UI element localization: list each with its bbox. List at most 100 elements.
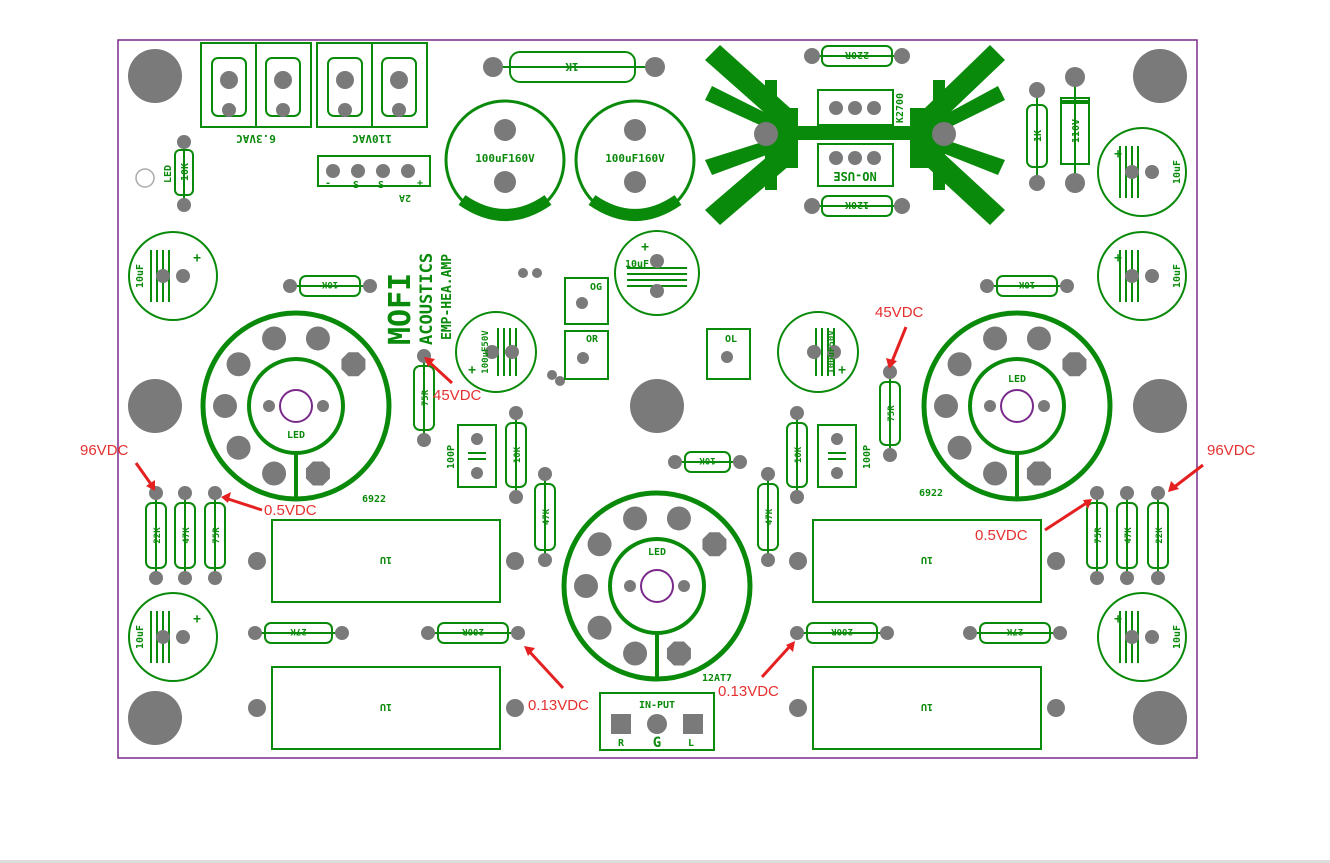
resistor-r75: 75R	[879, 365, 901, 462]
annotation-05vdc-right: 0.5VDC	[975, 527, 1028, 544]
svg-text:NO-USE: NO-USE	[833, 169, 876, 183]
cap-10uf: 10uF +	[128, 592, 218, 682]
svg-text:200R: 200R	[831, 626, 853, 636]
svg-text:OG: OG	[590, 282, 602, 293]
svg-text:+: +	[193, 251, 201, 266]
svg-text:100uF50V: 100uF50V	[481, 330, 491, 374]
annotation-013vdc-left: 0.13VDC	[528, 697, 589, 714]
voltage-annotations: 96VDC 0.5VDC 45VDC 45VDC 96VDC 0.5VDC 0.…	[80, 304, 1256, 714]
svg-text:10K: 10K	[699, 455, 716, 465]
tube-type-label: 6922	[362, 494, 386, 505]
svg-text:10K: 10K	[513, 446, 523, 463]
dc-pin-1: -	[325, 178, 331, 189]
svg-text:22K: 22K	[153, 527, 163, 544]
resistor-r10k: 10K	[668, 451, 747, 473]
svg-text:200R: 200R	[462, 626, 484, 636]
ac-connector-6v3: 6.3VAC	[200, 42, 312, 145]
resistor-r200: 200R	[421, 622, 525, 644]
cap-10uf: 10uF+	[614, 230, 700, 316]
resistor-r22k: 22K	[145, 486, 167, 585]
svg-text:LED: LED	[287, 430, 305, 441]
svg-text:10uF: 10uF	[1172, 625, 1183, 649]
svg-text:100P: 100P	[446, 445, 457, 469]
film-cap-1u: 1U	[248, 666, 524, 750]
resistor-r200: 200R	[790, 622, 894, 644]
svg-text:47K: 47K	[542, 508, 552, 525]
resistor-r75: 75R	[204, 486, 226, 585]
svg-text:27K: 27K	[1006, 626, 1023, 636]
resistor-r47k: 47K	[534, 467, 556, 567]
tube-type-label: 6922	[919, 488, 943, 499]
mounting-holes	[128, 49, 1187, 745]
tube-type-label: 12AT7	[702, 673, 732, 684]
tube-socket-right: LED 6922	[919, 310, 1113, 502]
film-cap-1u: 1U	[789, 666, 1065, 750]
test-point-ol: OL	[706, 328, 751, 380]
resistor-r10k: 10K	[505, 406, 527, 504]
svg-text:10uF: 10uF	[625, 259, 649, 270]
cap-10uf: 10uF+	[1097, 127, 1187, 217]
resistor-r47k: 47K	[757, 467, 779, 567]
svg-text:47K: 47K	[182, 527, 192, 544]
annotation-96vdc-right: 96VDC	[1207, 442, 1256, 459]
resistor-1k-top: 1K	[483, 51, 665, 83]
cap-100p-right: 100P	[817, 424, 873, 488]
svg-text:+: +	[838, 363, 846, 378]
ac-connector-110: 110VAC	[316, 42, 428, 145]
resistor-r27k: 27K	[963, 622, 1067, 644]
cap-100uf50v: 100uF50V+	[777, 311, 859, 393]
svg-text:22K: 22K	[1155, 527, 1165, 544]
svg-text:27K: 27K	[290, 626, 307, 636]
svg-text:10K: 10K	[321, 279, 338, 289]
resistor-r47k: 47K	[174, 486, 196, 585]
brand-model: EMP-HEA.AMP	[440, 254, 455, 340]
cap-100p-left: 100P	[446, 424, 497, 488]
svg-text:1U: 1U	[921, 701, 933, 712]
svg-text:1K: 1K	[1033, 130, 1044, 142]
svg-text:10K: 10K	[1018, 279, 1035, 289]
page-bottom-border	[0, 860, 1330, 863]
svg-text:75R: 75R	[421, 389, 431, 406]
svg-text:K2700: K2700	[895, 93, 906, 123]
svg-text:1U: 1U	[921, 554, 933, 565]
cap-label: 100uF160V	[475, 152, 535, 165]
svg-text:+: +	[1114, 147, 1122, 162]
input-title: IN-PUT	[639, 700, 675, 711]
resistor-r22k: 22K	[1147, 486, 1169, 585]
brand-logo: MOFI ACOUSTICS EMP-HEA.AMP	[383, 253, 455, 345]
svg-text:+: +	[1114, 251, 1122, 266]
svg-text:LED: LED	[1008, 374, 1026, 385]
svg-text:10uF: 10uF	[135, 625, 146, 649]
annotation-013vdc-right: 0.13VDC	[718, 683, 779, 700]
svg-text:47K: 47K	[765, 508, 775, 525]
dc-pin-2: S	[353, 180, 359, 191]
cap-100uf50v: 100uF50V+	[455, 311, 537, 393]
tube-socket-left: LED 6922	[200, 310, 392, 505]
ac110-label: 110VAC	[352, 132, 392, 145]
svg-text:OR: OR	[586, 334, 599, 345]
cap-10uf: 10uF +	[1097, 592, 1187, 682]
dc-pin-4: +	[417, 178, 423, 189]
svg-text:10K: 10K	[180, 163, 191, 181]
cap-label: 100uF160V	[605, 152, 665, 165]
svg-text:+: +	[193, 612, 201, 627]
small-caps: 10uF+10uF+10uF+10uF+10uF+10uF+100uF50V+1…	[128, 127, 1187, 682]
svg-text:+: +	[1114, 612, 1122, 627]
cap-10uf: 10uF+	[128, 231, 218, 321]
svg-text:LED: LED	[648, 547, 666, 558]
brand-name: MOFI	[383, 273, 418, 345]
svg-text:10K: 10K	[794, 446, 804, 463]
svg-text:100P: 100P	[862, 445, 873, 469]
resistor-r10k: 10K	[283, 275, 377, 297]
svg-text:220R: 220R	[844, 49, 869, 60]
brand-sub: ACOUSTICS	[417, 253, 437, 345]
dc-pin-3: S	[378, 180, 384, 191]
dc-header: - S S + 2A	[317, 155, 431, 203]
annotation-05vdc-left: 0.5VDC	[264, 502, 317, 519]
svg-text:47K: 47K	[1124, 527, 1134, 544]
resistor-r75: 75R	[413, 349, 435, 447]
resistor-1k-right: 1K	[1026, 82, 1048, 191]
